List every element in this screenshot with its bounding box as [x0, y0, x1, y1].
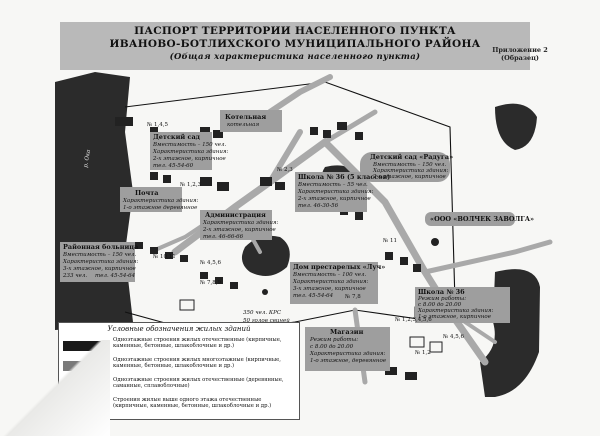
- document-header: ПАСПОРТ ТЕРРИТОРИИ НАСЕЛЕННОГО ПУНКТА ИВ…: [60, 22, 530, 70]
- label-kotelnaya: Котельная: [225, 113, 267, 121]
- label-hospital-count: 233 чел.: [63, 273, 88, 279]
- info-label-boxes: [60, 110, 515, 371]
- legend-text: Одноэтажные строения жилых отечественные…: [113, 337, 282, 350]
- label-tag-d: № 10,11: [153, 254, 176, 260]
- label-kotelnaya-sub: котельная: [227, 122, 260, 128]
- label-count-50: 50 голов свиней: [243, 318, 290, 324]
- label-count-350: 350 чел. КРС: [243, 310, 282, 316]
- label-school2-line-3: Характеристика здания:: [418, 308, 494, 314]
- label-kg2-title: Детский сад «Радуга»: [370, 153, 454, 161]
- label-hospital-title: Районная больница: [63, 243, 139, 251]
- header-title-line-1: ПАСПОРТ ТЕРРИТОРИИ НАСЕЛЕННОГО ПУНКТА: [134, 25, 456, 37]
- label-magazin-title: Магазин: [330, 328, 364, 336]
- label-pochta-title: Почта: [135, 189, 159, 197]
- legend-text: Одноэтажные строения жилых многоэтажные …: [113, 357, 281, 370]
- label-dom-line-1: Вместимость – 100 чел.: [293, 272, 367, 278]
- label-kg2-line-1: Вместимость – 150 чел.: [373, 162, 447, 168]
- label-school-line-1: Вместимость – 55 чел.: [298, 182, 368, 188]
- label-dom-line-2: Характеристика здания:: [293, 279, 369, 285]
- label-tag-f: № 1,2,3,4,5,6: [395, 317, 432, 323]
- label-tag-h: № 1,2: [415, 350, 431, 356]
- label-hospital-phone: тел. 45-54-64: [95, 273, 136, 279]
- label-admin-title: Администрация: [205, 211, 266, 219]
- legend-text: Одноэтажные строения жилых отечественные…: [113, 377, 284, 390]
- label-kg2-line-2: Характеристика здания:: [373, 168, 449, 174]
- label-magazin-line-2: с 8.00 до 20.00: [310, 344, 354, 350]
- appendix-sub: (Образец): [501, 54, 539, 62]
- label-kindergarten-line-3: 2-х этажное, кирпичное: [153, 156, 226, 162]
- label-admin-line-1: Характеристика здания:: [203, 220, 279, 226]
- label-hospital-line-2: Характеристика здания:: [63, 259, 139, 265]
- label-kindergarten-line-1: Вместимость – 150 чел.: [153, 142, 227, 148]
- label-kindergarten-line-2: Характеристика здания:: [153, 149, 229, 155]
- label-magazin-line-3: Характеристика здания:: [310, 351, 386, 357]
- water-right-top: [495, 103, 537, 150]
- page-fold: [0, 340, 110, 436]
- label-hospital-line-1: Вместимость – 150 чел.: [63, 252, 137, 258]
- label-school-line-2: Характеристика здания:: [298, 189, 374, 195]
- label-pochta-line-2: 1-о этажное деревянное: [123, 205, 198, 211]
- appendix-label: Приложение 2: [492, 46, 548, 54]
- legend-title: Условные обозначения жилых зданий: [107, 325, 251, 333]
- label-tag-11: № 11: [383, 238, 397, 244]
- label-tag-b: № 4,5,6: [200, 260, 221, 266]
- label-kindergarten-tag: № 1,4,5: [147, 122, 168, 128]
- header-title-line-2: ИВАНОВО-БОТЛИХСКОГО МУНИЦИПАЛЬНОГО РАЙОН…: [109, 38, 481, 50]
- label-ooo: «ООО «ВОЛЧЕК ЗАВОЛГА»: [430, 215, 535, 223]
- legend-text: Строения жилые выше одного этажа отечест…: [113, 397, 272, 410]
- label-admin-line-2: 2-х этажное, кирпичное: [203, 227, 276, 233]
- label-school2-line-2: с 8.00 до 20.00: [418, 302, 462, 308]
- label-dom-line-3: 3-х этажное, кирпичное: [293, 286, 366, 292]
- label-admin-phone: тел. 46-66-66: [203, 234, 244, 240]
- label-tag-i: № 7,8: [345, 294, 361, 300]
- label-kindergarten-phone: тел. 45-54-60: [153, 163, 194, 169]
- label-school2-title: Школа № 36: [418, 288, 465, 296]
- label-magazin-line-1: Режим работы:: [310, 337, 359, 343]
- label-dom-phone: тел. 45-54-64: [293, 293, 334, 299]
- label-dom-title: Дом престарелых «Луч»: [293, 263, 386, 271]
- header-subtitle: (Общая характеристика населенного пункта…: [169, 52, 421, 62]
- label-tag-g: № 4,5,6: [443, 334, 464, 340]
- label-magazin-line-4: 1-о этажное, деревянное: [310, 358, 387, 364]
- label-school2-line-4: 1-о этажное, кирпичное: [418, 314, 491, 320]
- appendix-note: Приложение 2 (Образец): [490, 46, 550, 62]
- water-lake: [241, 235, 290, 276]
- label-school2-line-1: Режим работы:: [418, 296, 467, 302]
- label-tag-e: № 2,3: [277, 167, 293, 173]
- label-kg2-line-3: 2-х этажное, кирпичное: [373, 174, 446, 180]
- label-pochta-line-1: Характеристика здания:: [123, 198, 199, 204]
- label-school-line-3: 2-х этажное, кирпичное: [298, 196, 371, 202]
- label-kindergarten-title: Детский сад: [153, 133, 201, 141]
- label-school-title: Школа № 36 (5 классов): [298, 173, 391, 181]
- settlement-map: Котельная котельная Детский сад Вместимо…: [55, 72, 560, 397]
- label-school-phone: тел. 46-30-56: [298, 203, 339, 209]
- map-drawing: [55, 72, 553, 397]
- label-hospital-line-3: 3-х этажное, кирпичное: [63, 266, 136, 272]
- label-tag-c: № 7,8,9: [200, 280, 221, 286]
- label-tag-a: № 1,2,3: [180, 182, 201, 188]
